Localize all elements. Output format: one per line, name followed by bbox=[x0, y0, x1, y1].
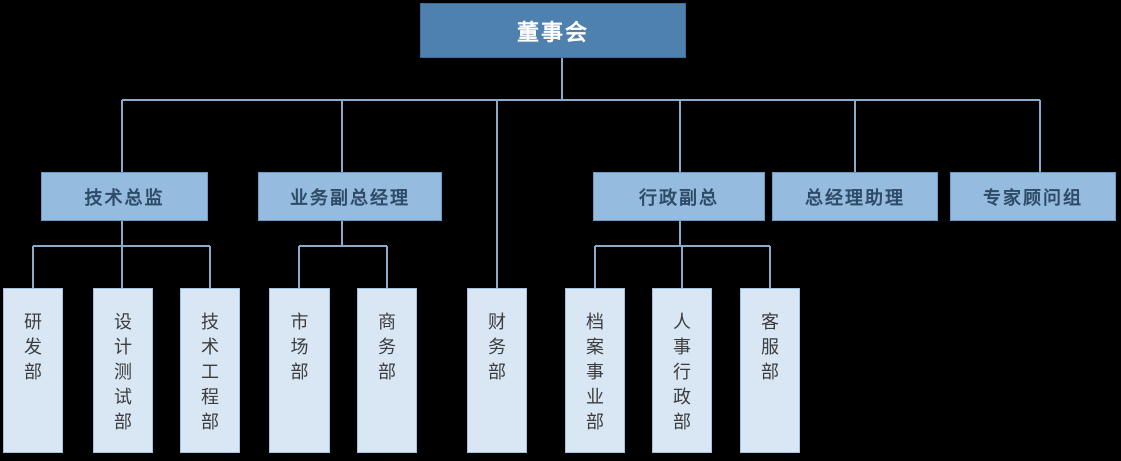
org-box-label: 技术工程部 bbox=[201, 312, 219, 432]
org-box-market[interactable]: 市场部 bbox=[269, 288, 330, 453]
org-box-label: 技术总监 bbox=[84, 187, 165, 208]
org-box-biz[interactable]: 业务副总经理 bbox=[258, 172, 442, 221]
org-box-admin[interactable]: 行政副总 bbox=[593, 172, 765, 221]
org-box-engineering[interactable]: 技术工程部 bbox=[180, 288, 240, 453]
org-box-label: 研发部 bbox=[24, 312, 42, 382]
org-box-label: 财务部 bbox=[488, 312, 506, 382]
org-box-label: 业务副总经理 bbox=[290, 187, 410, 208]
org-box-design[interactable]: 设计测试部 bbox=[93, 288, 153, 453]
org-box-label: 商务部 bbox=[378, 312, 396, 382]
org-box-finance[interactable]: 财务部 bbox=[467, 288, 527, 453]
org-box-expert[interactable]: 专家顾问组 bbox=[950, 172, 1116, 221]
org-box-label: 人事行政部 bbox=[673, 312, 691, 432]
org-box-assistant[interactable]: 总经理助理 bbox=[772, 172, 938, 221]
org-box-service[interactable]: 客服部 bbox=[740, 288, 800, 453]
org-box-label: 专家顾问组 bbox=[983, 187, 1083, 208]
org-box-root[interactable]: 董事会 bbox=[420, 3, 686, 58]
org-box-label: 设计测试部 bbox=[114, 312, 132, 432]
org-box-label: 行政副总 bbox=[639, 187, 719, 208]
org-box-label: 客服部 bbox=[761, 312, 779, 382]
org-box-rd[interactable]: 研发部 bbox=[3, 288, 63, 453]
org-box-commerce[interactable]: 商务部 bbox=[357, 288, 417, 453]
org-box-label: 市场部 bbox=[290, 312, 309, 382]
org-box-label: 董事会 bbox=[516, 19, 589, 45]
org-box-label: 档案事业部 bbox=[586, 312, 604, 432]
org-box-hr[interactable]: 人事行政部 bbox=[652, 288, 712, 453]
org-box-tech[interactable]: 技术总监 bbox=[41, 172, 208, 221]
org-box-archive[interactable]: 档案事业部 bbox=[565, 288, 625, 453]
org-box-label: 总经理助理 bbox=[805, 187, 905, 208]
